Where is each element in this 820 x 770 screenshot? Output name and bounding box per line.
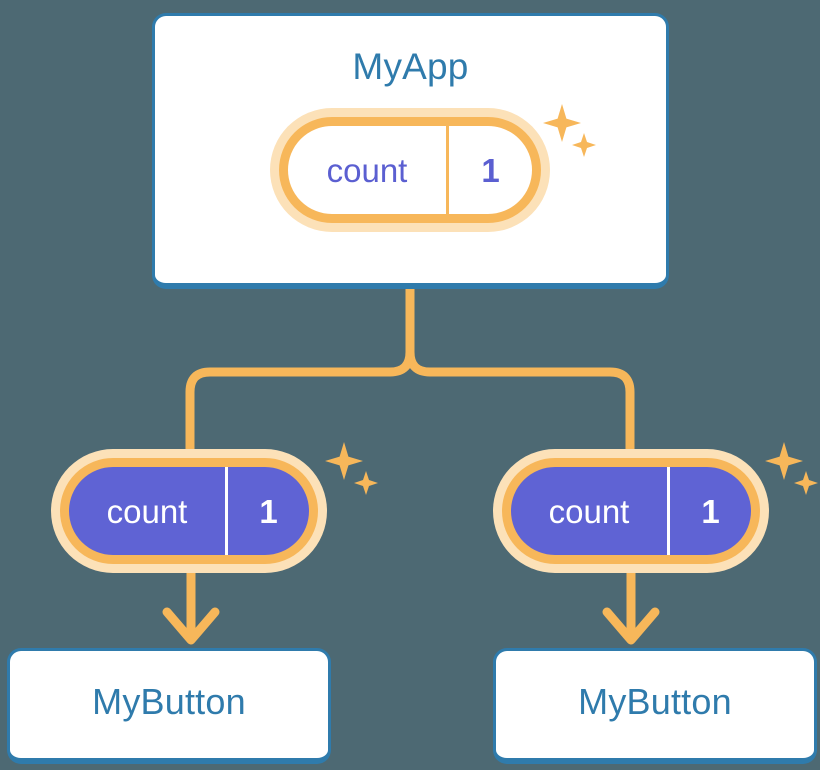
prop-pill-left[interactable]: count 1 xyxy=(60,458,318,564)
state-value: 1 xyxy=(446,126,532,214)
sparkle-icon-group-right xyxy=(765,442,818,495)
prop-pill-body: count 1 xyxy=(502,458,760,564)
sparkle-icon-small xyxy=(794,471,818,495)
prop-value: 1 xyxy=(667,467,751,555)
prop-pill-right[interactable]: count 1 xyxy=(502,458,760,564)
prop-key: count xyxy=(548,492,630,530)
prop-key: count xyxy=(106,492,188,530)
component-card-mybutton-left[interactable]: MyButton xyxy=(7,648,331,764)
state-pill-body: count 1 xyxy=(279,117,541,223)
connector-trunk-split xyxy=(185,283,415,467)
state-pill-myapp[interactable]: count 1 xyxy=(279,117,541,223)
state-key: count xyxy=(326,151,408,189)
connector-trunk-split-right xyxy=(405,283,635,467)
prop-arrow-left-head xyxy=(162,607,220,645)
prop-pill-body: count 1 xyxy=(60,458,318,564)
prop-arrow-right-head xyxy=(602,607,660,645)
sparkle-icon-large xyxy=(325,442,363,480)
prop-value: 1 xyxy=(225,467,309,555)
sparkle-icon-large xyxy=(765,442,803,480)
component-card-mybutton-right[interactable]: MyButton xyxy=(493,648,817,764)
sparkle-icon-group-left xyxy=(325,442,378,495)
sparkle-icon-small xyxy=(354,471,378,495)
mybutton-title: MyButton xyxy=(578,681,732,722)
myapp-title: MyApp xyxy=(352,46,469,87)
mybutton-title: MyButton xyxy=(92,681,246,722)
